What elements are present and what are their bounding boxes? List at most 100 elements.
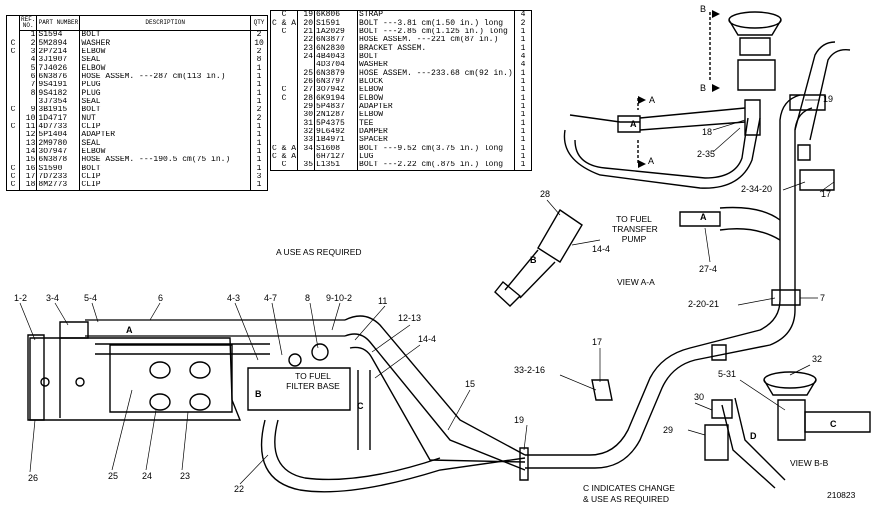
cell-qty: 4 xyxy=(514,10,532,20)
cell-ind: C xyxy=(281,10,287,20)
cell-ref: 27 xyxy=(297,86,315,95)
cell-qty: 2 xyxy=(250,114,268,123)
callout-label: 2-34-20 xyxy=(741,184,773,194)
cell-ref: 33 xyxy=(297,136,315,145)
callout-label: 14-4 xyxy=(418,334,437,344)
callout-label: 3-4 xyxy=(46,293,60,303)
cell-part: 9L6492 xyxy=(314,127,358,137)
cell-ind: C xyxy=(10,106,16,115)
cell-desc: BOLT xyxy=(79,30,251,40)
cell-ind: C xyxy=(281,86,287,95)
section-arrow-b-bottom: B xyxy=(700,83,707,93)
cell-desc: ELBOW xyxy=(79,47,251,57)
cell-ref: 9 xyxy=(18,106,37,115)
cell-part: 3O7942 xyxy=(314,86,358,95)
cell-part: 3O7947 xyxy=(36,147,80,157)
clip-17 xyxy=(591,379,613,401)
cell-ind: C xyxy=(281,161,287,170)
cell-ref xyxy=(297,152,315,162)
cell-qty: 1 xyxy=(514,86,532,95)
cell-desc: HOSE ASSEM. ---221 cm(87 in.) xyxy=(357,36,515,45)
callout-label: 25 xyxy=(108,471,119,481)
cell-desc: DAMPER xyxy=(357,127,515,137)
cell-qty: 1 xyxy=(514,127,532,137)
cell-qty: 1 xyxy=(250,147,268,157)
legend-line-2: & USE AS REQUIRED xyxy=(583,494,669,504)
cell-desc: BOLT xyxy=(357,52,515,62)
cell-ref: 7 xyxy=(18,81,37,90)
cell-qty: 1 xyxy=(514,44,532,53)
cell-part: 1A2029 xyxy=(314,27,358,37)
hose-letter: B xyxy=(530,255,537,265)
cell-qty: 1 xyxy=(250,139,268,148)
cell-part: S1591 xyxy=(314,19,358,28)
cell-ref: 13 xyxy=(18,139,37,148)
callout-label: 4-3 xyxy=(227,293,241,303)
cell-qty: 1 xyxy=(514,161,532,171)
cell-ref: 1 xyxy=(18,30,37,40)
cell-qty: 1 xyxy=(514,94,532,103)
callout-label: 19 xyxy=(823,94,834,104)
cell-part: 2P7214 xyxy=(36,47,80,57)
section-arrow-b-top: B xyxy=(700,4,707,14)
cell-ind: C xyxy=(10,164,16,173)
qty-header: QTY xyxy=(250,15,268,31)
cell-part: 7J4026 xyxy=(36,64,80,73)
cell-part: 1B4971 xyxy=(314,136,358,145)
cell-qty: 1 xyxy=(514,102,532,112)
cell-qty: 1 xyxy=(514,152,532,162)
cell-ref: 12 xyxy=(18,131,37,140)
cell-desc: HOSE ASSEM. ---233.68 cm(92 in.) xyxy=(357,69,515,78)
callout-label: 26 xyxy=(28,473,39,483)
cell-ref: 6 xyxy=(18,72,37,82)
cell-desc: ELBOW xyxy=(79,147,251,157)
cell-ind: C xyxy=(281,94,287,103)
cell-desc: TEE xyxy=(357,119,515,128)
cell-ref: 11 xyxy=(18,122,37,132)
block xyxy=(29,337,242,421)
cell-desc: CLIP xyxy=(79,172,251,182)
cell-part: 3B1915 xyxy=(36,106,80,115)
callout-label: 32 xyxy=(812,354,823,364)
cell-ref: 20 xyxy=(297,19,315,28)
cell-ref: 3 xyxy=(18,47,37,57)
callout-label: 17 xyxy=(821,189,832,199)
cell-part: 5P1404 xyxy=(36,131,80,140)
cell-part: 6N3876 xyxy=(36,72,80,82)
cell-part: 1D4717 xyxy=(36,114,80,123)
cell-qty: 1 xyxy=(250,122,268,132)
cell-desc: BOLT ---9.52 cm(3.75 in.) long xyxy=(357,144,515,153)
callout-label: 15 xyxy=(465,379,476,389)
view-bb-label: VIEW B-B xyxy=(790,458,829,468)
cell-part: 5M2894 xyxy=(36,39,80,48)
callout-label: 2-35 xyxy=(697,149,716,159)
cell-desc: ADAPTER xyxy=(357,102,515,112)
cell-qty: 1 xyxy=(514,111,532,120)
part-header: PART NUMBER xyxy=(36,15,81,31)
section-arrow-a-bottom: A xyxy=(648,156,655,166)
cell-desc: PLUG xyxy=(79,89,251,98)
section-arrow-a-top: A xyxy=(649,95,656,105)
cell-ref: 4 xyxy=(18,56,37,65)
cell-ref: 26 xyxy=(297,77,315,87)
cell-ind: C & A xyxy=(272,144,297,153)
cell-ref: 30 xyxy=(297,111,315,120)
callout-label: 1-2 xyxy=(14,293,28,303)
cell-ref: 22 xyxy=(297,36,315,45)
cell-desc: ELBOW xyxy=(357,94,515,103)
cell-qty: 8 xyxy=(250,56,268,65)
